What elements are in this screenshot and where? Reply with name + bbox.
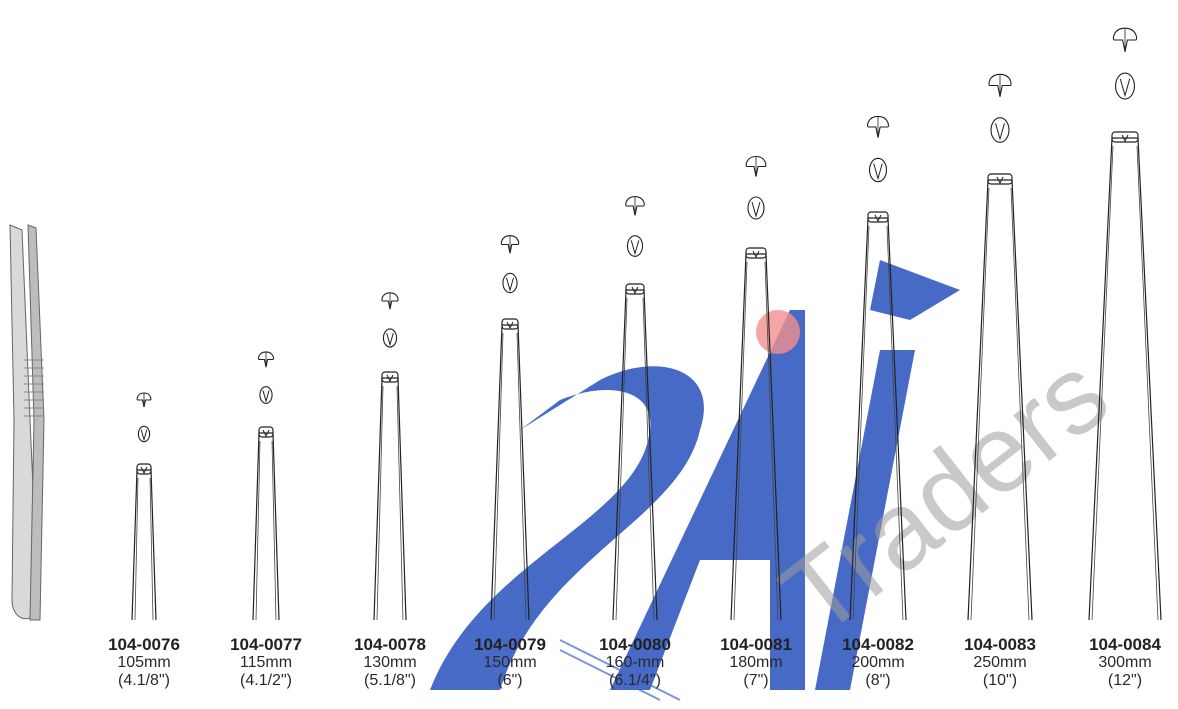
instrument-104-0076 <box>131 392 157 621</box>
product-code: 104-0080 <box>599 635 671 654</box>
instrument-104-0077 <box>252 351 280 621</box>
product-length-inch: (4.1/8") <box>118 672 170 689</box>
tip-end-view-icon <box>990 117 1010 143</box>
watermark-letter-s <box>430 366 704 690</box>
product-length-mm: 130mm <box>363 654 417 671</box>
product-length-mm: 250mm <box>973 654 1027 671</box>
product-code: 104-0081 <box>720 635 792 654</box>
tip-end-view-icon <box>502 272 518 294</box>
tooth-profile-icon <box>745 155 767 177</box>
product-length-mm: 160-mm <box>605 654 665 671</box>
product-length-mm: 180mm <box>729 654 783 671</box>
instrument-104-0082 <box>849 115 907 621</box>
tip-end-view-icon <box>868 157 888 183</box>
product-length-inch: (10") <box>982 672 1018 689</box>
product-length-inch: (7") <box>743 672 769 689</box>
tooth-profile-icon <box>381 292 399 310</box>
instrument-104-0081 <box>730 155 782 621</box>
product-length-mm: 300mm <box>1098 654 1152 671</box>
instrument-104-0079 <box>490 235 530 621</box>
product-code: 104-0083 <box>964 635 1036 654</box>
watermark-letter-i <box>815 350 915 690</box>
instrument-104-0078 <box>373 292 407 621</box>
tip-end-view-icon <box>382 328 398 348</box>
product-length-inch: (4.1/2") <box>240 672 292 689</box>
product-length-mm: 105mm <box>117 654 171 671</box>
watermark-hatch-lines <box>559 639 681 701</box>
tip-end-view-icon <box>137 425 151 443</box>
product-length-inch: (8") <box>865 672 891 689</box>
product-code: 104-0079 <box>474 635 546 654</box>
product-code: 104-0082 <box>842 635 914 654</box>
watermark-dot <box>756 310 800 354</box>
saif-watermark-logo <box>430 260 960 701</box>
watermark-traders-text: Traders <box>759 331 1130 659</box>
product-length-mm: 115mm <box>239 654 293 671</box>
product-code: 104-0084 <box>1089 635 1161 654</box>
tip-end-view-icon <box>259 386 273 404</box>
tooth-profile-icon <box>1112 27 1138 52</box>
tip-end-view-icon <box>1115 72 1135 100</box>
tooth-profile-icon <box>136 392 152 408</box>
product-code: 104-0078 <box>354 635 426 654</box>
product-length-inch: (12") <box>1107 672 1143 689</box>
tooth-profile-icon <box>257 351 275 368</box>
tip-end-view-icon <box>626 235 644 257</box>
tooth-profile-icon <box>988 73 1012 97</box>
product-code: 104-0077 <box>230 635 302 654</box>
watermark-letter-a <box>610 310 805 690</box>
product-length-inch: (6") <box>497 672 523 689</box>
tooth-profile-icon <box>625 196 645 216</box>
instrument-104-0083 <box>967 73 1033 621</box>
tip-end-view-icon <box>747 196 765 220</box>
forceps-side-view <box>9 224 45 621</box>
instrument-104-0084 <box>1088 27 1162 621</box>
tooth-profile-icon <box>867 115 889 138</box>
instrument-outlines <box>131 27 1162 621</box>
product-length-inch: (6.1/4") <box>609 672 661 689</box>
product-length-mm: 200mm <box>851 654 905 671</box>
product-length-mm: 150mm <box>483 654 537 671</box>
watermark-letter-f <box>870 260 960 320</box>
product-code: 104-0076 <box>108 635 180 654</box>
tooth-profile-icon <box>500 235 520 254</box>
instrument-104-0080 <box>612 196 658 621</box>
product-length-inch: (5.1/8") <box>364 672 416 689</box>
